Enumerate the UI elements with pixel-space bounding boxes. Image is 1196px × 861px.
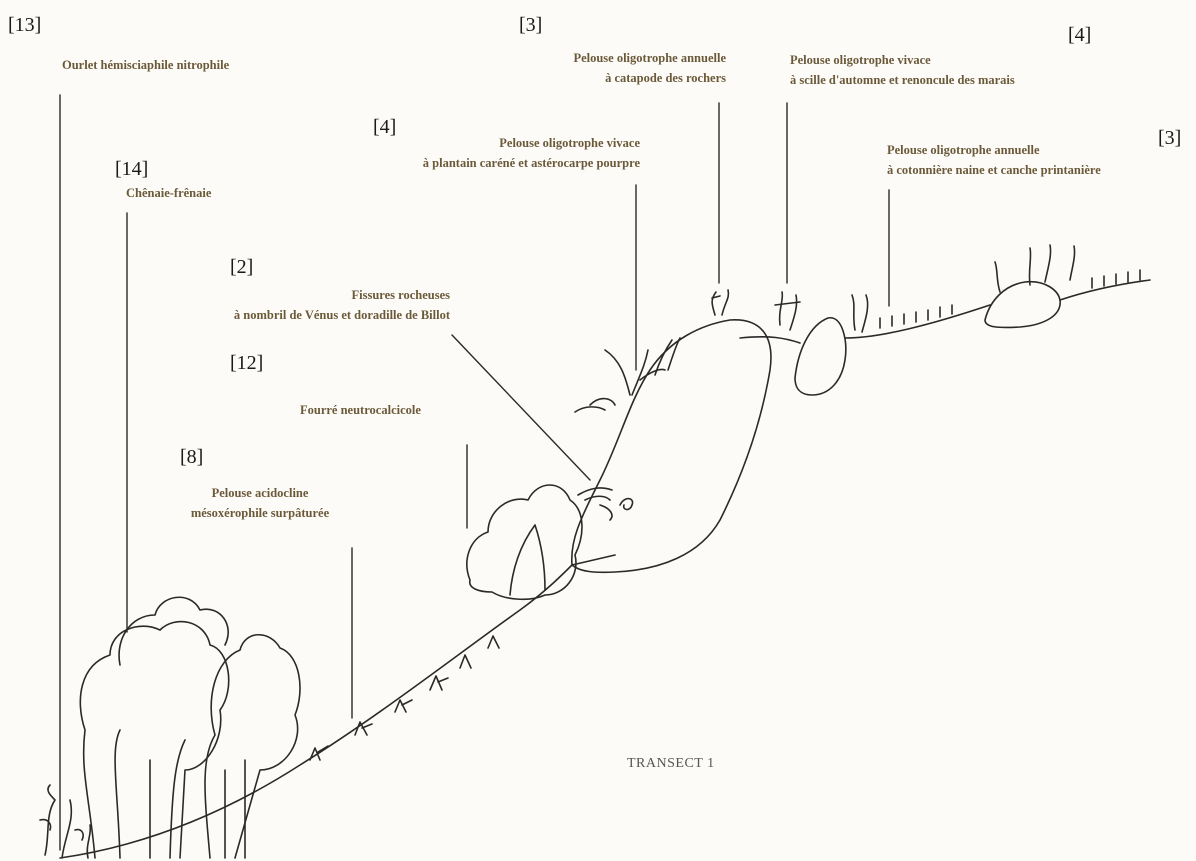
label-fissures-line2: à nombril de Vénus et doradille de Billo… bbox=[130, 305, 450, 325]
slope-ground-line bbox=[60, 280, 1150, 858]
code-pelouse-acidocline: [8] bbox=[180, 446, 203, 469]
transect-title: TRANSECT 1 bbox=[627, 756, 715, 772]
code-fourre: [12] bbox=[230, 352, 263, 375]
code-pelouse-cotonniere: [3] bbox=[1158, 127, 1181, 150]
small-rock bbox=[795, 318, 846, 395]
rock-top-plants bbox=[575, 290, 868, 412]
label-pelouse-cotonniere-line1: Pelouse oligotrophe annuelle bbox=[887, 140, 1101, 160]
label-fissures: Fissures rocheuses à nombril de Vénus et… bbox=[130, 285, 450, 325]
label-pelouse-plantain-line2: à plantain caréné et astérocarpe pourpre bbox=[330, 153, 640, 173]
neutral-calcicole-shrub bbox=[467, 485, 582, 599]
label-fourre-line1: Fourré neutrocalcicole bbox=[300, 400, 421, 420]
label-fourre: Fourré neutrocalcicole bbox=[300, 400, 421, 420]
label-pelouse-scille-line2: à scille d'automne et renoncule des mara… bbox=[790, 70, 1015, 90]
grass-tufts bbox=[310, 636, 499, 760]
label-fissures-line1: Fissures rocheuses bbox=[130, 285, 450, 305]
code-fissures: [2] bbox=[230, 256, 253, 279]
label-pelouse-cotonniere: Pelouse oligotrophe annuelle à cotonnièr… bbox=[887, 140, 1101, 180]
oak-ash-trees bbox=[80, 597, 300, 858]
label-chenaie: Chênaie-frênaie bbox=[126, 183, 211, 203]
label-pelouse-acidocline-line1: Pelouse acidocline bbox=[150, 483, 370, 503]
label-pelouse-cotonniere-line2: à cotonnière naine et canche printanière bbox=[887, 160, 1101, 180]
label-pelouse-acidocline: Pelouse acidocline mésoxérophile surpâtu… bbox=[150, 483, 370, 523]
label-chenaie-line1: Chênaie-frênaie bbox=[126, 183, 211, 203]
code-pelouse-scille: [4] bbox=[1068, 24, 1091, 47]
label-ourlet-line1: Ourlet hémisciaphile nitrophile bbox=[62, 55, 229, 75]
label-leader-lines bbox=[60, 95, 889, 850]
label-pelouse-plantain-line1: Pelouse oligotrophe vivace bbox=[330, 133, 640, 153]
label-pelouse-scille-line1: Pelouse oligotrophe vivace bbox=[790, 50, 1015, 70]
label-pelouse-scille: Pelouse oligotrophe vivace à scille d'au… bbox=[790, 50, 1015, 90]
label-pelouse-catapode-line1: Pelouse oligotrophe annuelle bbox=[480, 48, 726, 68]
code-pelouse-catapode: [3] bbox=[519, 14, 542, 37]
code-chenaie: [14] bbox=[115, 158, 148, 181]
code-ourlet: [13] bbox=[8, 14, 41, 37]
right-rock bbox=[985, 282, 1060, 328]
label-ourlet: Ourlet hémisciaphile nitrophile bbox=[62, 55, 229, 75]
label-pelouse-acidocline-line2: mésoxérophile surpâturée bbox=[150, 503, 370, 523]
nitrophilous-herbs bbox=[40, 785, 90, 858]
crevice-fern bbox=[578, 488, 633, 520]
label-pelouse-catapode: Pelouse oligotrophe annuelle à catapode … bbox=[480, 48, 726, 88]
label-pelouse-catapode-line2: à catapode des rochers bbox=[480, 68, 726, 88]
label-pelouse-plantain: Pelouse oligotrophe vivace à plantain ca… bbox=[330, 133, 640, 173]
